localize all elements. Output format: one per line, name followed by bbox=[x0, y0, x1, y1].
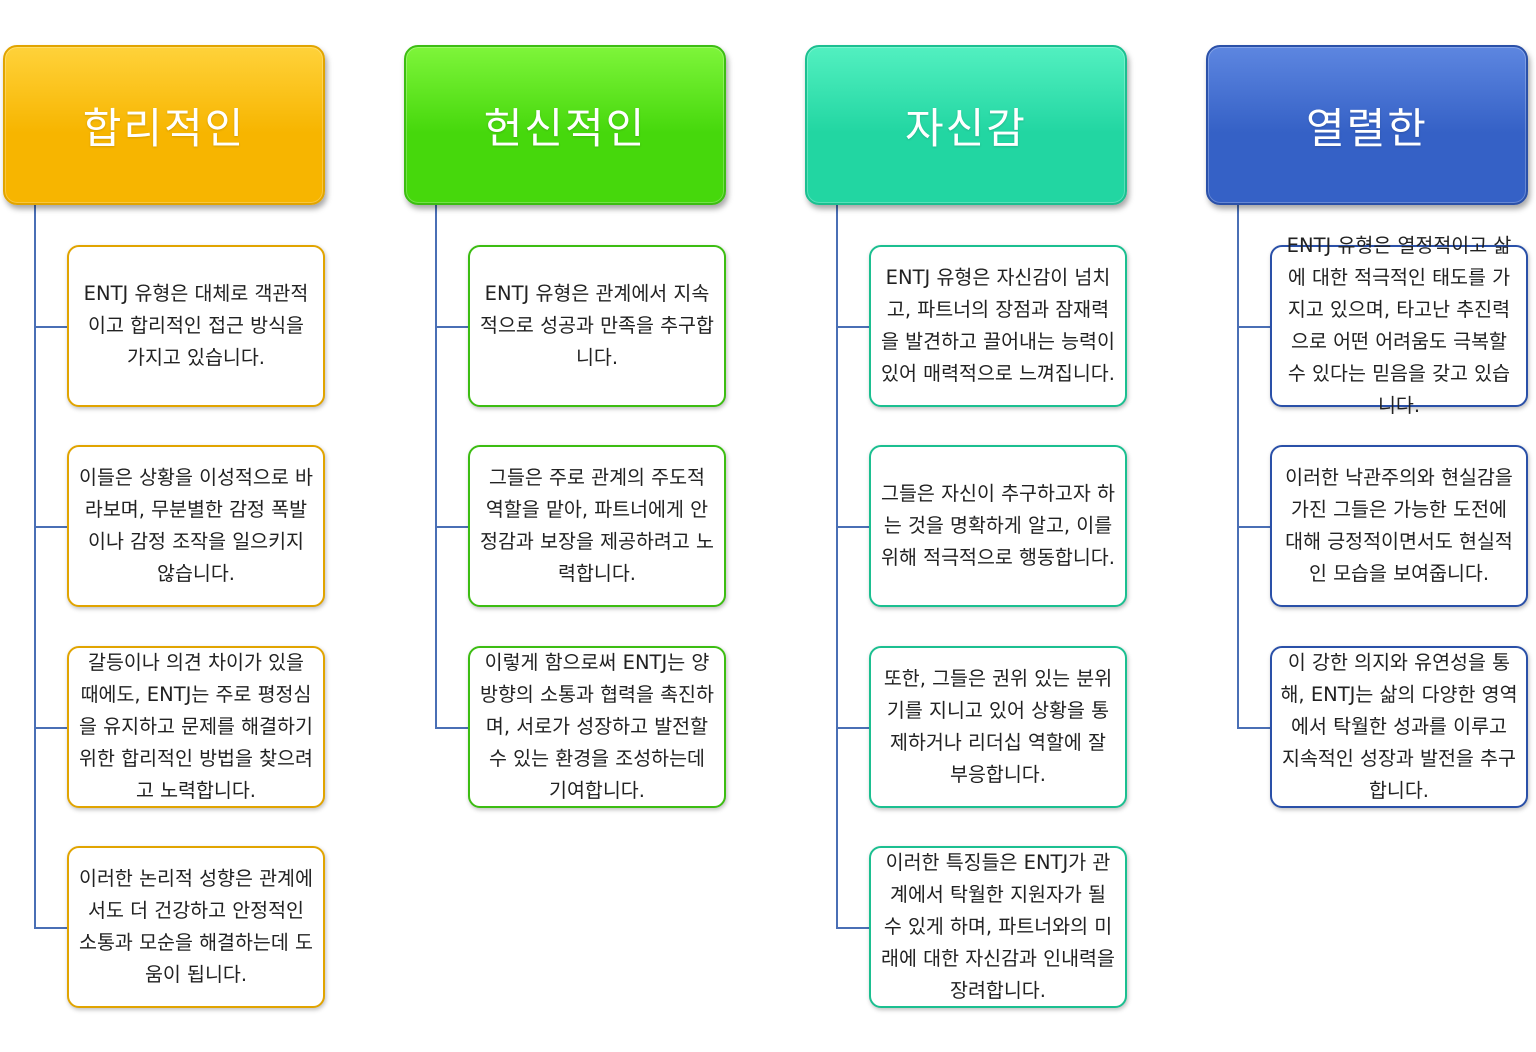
detail-text: 이렇게 함으로써 ENTJ는 양방향의 소통과 협력을 촉진하며, 서로가 성장… bbox=[480, 651, 714, 802]
category-header: 자신감 bbox=[805, 45, 1127, 205]
connector-branch bbox=[836, 727, 870, 729]
category-title: 합리적인 bbox=[82, 103, 246, 153]
detail-box: 이러한 논리적 성향은 관계에서도 더 건강하고 안정적인 소통과 모순을 해결… bbox=[67, 846, 325, 1008]
detail-text: ENTJ 유형은 자신감이 넘치고, 파트너의 장점과 잠재력을 발견하고 끌어… bbox=[881, 266, 1115, 385]
category-header: 헌신적인 bbox=[404, 45, 726, 205]
detail-box: 이들은 상황을 이성적으로 바라보며, 무분별한 감정 폭발이나 감정 조작을 … bbox=[67, 445, 325, 607]
detail-box: 이러한 낙관주의와 현실감을 가진 그들은 가능한 도전에 대해 긍정적이면서도… bbox=[1270, 445, 1528, 607]
detail-box: 그들은 자신이 추구하고자 하는 것을 명확하게 알고, 이를 위해 적극적으로… bbox=[869, 445, 1127, 607]
detail-box: 갈등이나 의견 차이가 있을 때에도, ENTJ는 주로 평정심을 유지하고 문… bbox=[67, 646, 325, 808]
column-1: 합리적인 ENTJ 유형은 대체로 객관적이고 합리적인 접근 방식을 가지고 있… bbox=[3, 0, 343, 1052]
connector-branch bbox=[1237, 526, 1271, 528]
connector-branch bbox=[435, 526, 469, 528]
detail-text: 그들은 주로 관계의 주도적 역할을 맡아, 파트너에게 안정감과 보장을 제공… bbox=[480, 466, 714, 585]
connector-branch bbox=[1237, 727, 1271, 729]
category-title: 열렬한 bbox=[1306, 103, 1428, 153]
detail-text: ENTJ 유형은 열정적이고 삶에 대한 적극적인 태도를 가지고 있으며, 타… bbox=[1286, 234, 1512, 417]
connector-branch bbox=[34, 927, 68, 929]
detail-box: ENTJ 유형은 관계에서 지속적으로 성공과 만족을 추구합니다. bbox=[468, 245, 726, 407]
category-header: 합리적인 bbox=[3, 45, 325, 205]
connector-branch bbox=[34, 326, 68, 328]
connector-branch bbox=[34, 727, 68, 729]
detail-box: 이 강한 의지와 유연성을 통해, ENTJ는 삶의 다양한 영역에서 탁월한 … bbox=[1270, 646, 1528, 808]
detail-box: ENTJ 유형은 자신감이 넘치고, 파트너의 장점과 잠재력을 발견하고 끌어… bbox=[869, 245, 1127, 407]
connector-trunk bbox=[34, 205, 36, 928]
connector-branch bbox=[836, 927, 870, 929]
column-3: 자신감 ENTJ 유형은 자신감이 넘치고, 파트너의 장점과 잠재력을 발견하고… bbox=[805, 0, 1145, 1052]
detail-box: ENTJ 유형은 대체로 객관적이고 합리적인 접근 방식을 가지고 있습니다. bbox=[67, 245, 325, 407]
detail-box: 그들은 주로 관계의 주도적 역할을 맡아, 파트너에게 안정감과 보장을 제공… bbox=[468, 445, 726, 607]
column-2: 헌신적인 ENTJ 유형은 관계에서 지속적으로 성공과 만족을 추구합니다. 그들… bbox=[404, 0, 744, 1052]
connector-branch bbox=[435, 326, 469, 328]
detail-box: ENTJ 유형은 열정적이고 삶에 대한 적극적인 태도를 가지고 있으며, 타… bbox=[1270, 234, 1528, 417]
connector-branch bbox=[836, 326, 870, 328]
column-4: 열렬한 ENTJ 유형은 열정적이고 삶에 대한 적극적인 태도를 가지고 있으며… bbox=[1206, 0, 1536, 1052]
connector-trunk bbox=[1237, 205, 1239, 728]
connector-branch bbox=[836, 526, 870, 528]
detail-text: 이들은 상황을 이성적으로 바라보며, 무분별한 감정 폭발이나 감정 조작을 … bbox=[79, 466, 313, 585]
connector-branch bbox=[435, 727, 469, 729]
detail-text: ENTJ 유형은 대체로 객관적이고 합리적인 접근 방식을 가지고 있습니다. bbox=[83, 282, 309, 369]
detail-text: 이러한 낙관주의와 현실감을 가진 그들은 가능한 도전에 대해 긍정적이면서도… bbox=[1285, 466, 1513, 585]
connector-branch bbox=[34, 526, 68, 528]
detail-box: 이러한 특징들은 ENTJ가 관계에서 탁월한 지원자가 될 수 있게 하며, … bbox=[869, 846, 1127, 1008]
category-header: 열렬한 bbox=[1206, 45, 1528, 205]
detail-box: 또한, 그들은 권위 있는 분위기를 지니고 있어 상황을 통제하거나 리더십 … bbox=[869, 646, 1127, 808]
category-title: 자신감 bbox=[905, 103, 1027, 153]
connector-branch bbox=[1237, 326, 1271, 328]
detail-text: 갈등이나 의견 차이가 있을 때에도, ENTJ는 주로 평정심을 유지하고 문… bbox=[79, 651, 313, 802]
detail-text: 이러한 논리적 성향은 관계에서도 더 건강하고 안정적인 소통과 모순을 해결… bbox=[79, 867, 313, 986]
detail-text: 이러한 특징들은 ENTJ가 관계에서 탁월한 지원자가 될 수 있게 하며, … bbox=[881, 851, 1115, 1002]
detail-box: 이렇게 함으로써 ENTJ는 양방향의 소통과 협력을 촉진하며, 서로가 성장… bbox=[468, 646, 726, 808]
detail-text: 또한, 그들은 권위 있는 분위기를 지니고 있어 상황을 통제하거나 리더십 … bbox=[883, 667, 1113, 786]
connector-trunk bbox=[435, 205, 437, 728]
detail-text: ENTJ 유형은 관계에서 지속적으로 성공과 만족을 추구합니다. bbox=[480, 282, 714, 369]
category-title: 헌신적인 bbox=[483, 103, 647, 153]
detail-text: 이 강한 의지와 유연성을 통해, ENTJ는 삶의 다양한 영역에서 탁월한 … bbox=[1280, 651, 1518, 802]
detail-text: 그들은 자신이 추구하고자 하는 것을 명확하게 알고, 이를 위해 적극적으로… bbox=[881, 482, 1115, 569]
connector-trunk bbox=[836, 205, 838, 928]
